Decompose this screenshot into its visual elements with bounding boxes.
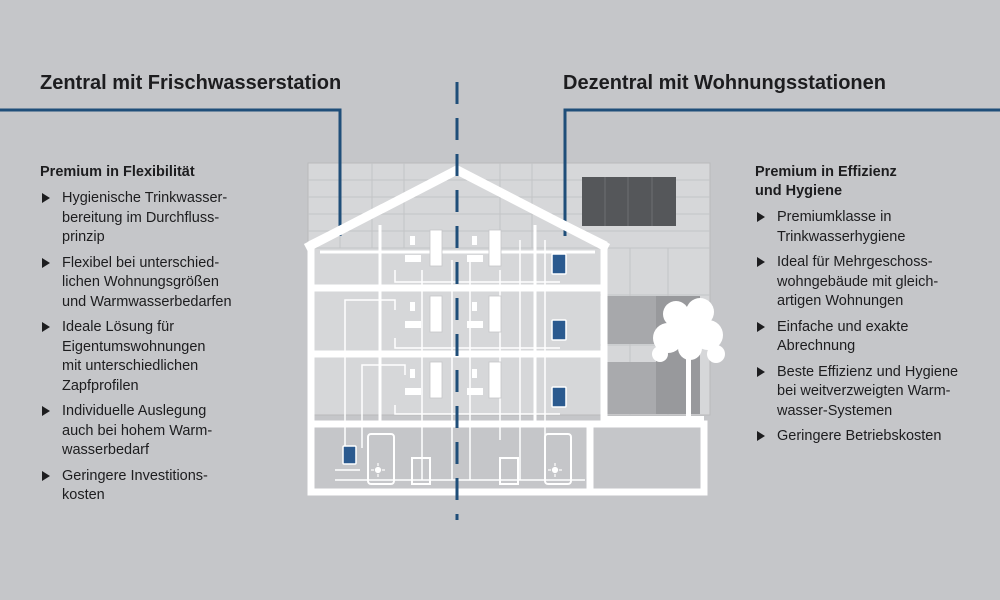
- right-feature-panel: Premium in Effizienz und Hygiene Premium…: [755, 163, 995, 453]
- triangle-bullet-icon: [42, 193, 50, 203]
- triangle-bullet-icon: [42, 257, 50, 268]
- list-item: Geringere Betriebskosten: [755, 427, 995, 447]
- apartment-stations: [342, 253, 567, 465]
- basement-walls: [307, 420, 708, 496]
- triangle-bullet-icon: [757, 257, 765, 267]
- list-item-text: Geringere Betriebskosten: [777, 428, 942, 444]
- list-item-text: Hygienische Trinkwasser- bereitung im Du…: [62, 190, 228, 245]
- list-item-text: Flexibel bei unterschied- lichen Wohnung…: [62, 254, 232, 310]
- left-feature-panel: Premium in Flexibilität Hygienische Trin…: [40, 163, 300, 512]
- triangle-bullet-icon: [757, 431, 765, 441]
- list-item: Beste Effizienz und Hygiene bei weitverz…: [755, 363, 995, 422]
- facade-window-grey: [604, 296, 656, 344]
- list-item: Geringere Investitions- kosten: [40, 467, 300, 506]
- list-item: Individuelle Auslegung auch bei hohem Wa…: [40, 402, 300, 461]
- list-item-text: Ideale Lösung für Eigentumswohnungen mit…: [62, 319, 206, 394]
- list-item-text: Beste Effizienz und Hygiene bei weitverz…: [777, 363, 959, 419]
- facade-window-dark: [582, 177, 676, 226]
- list-item: Hygienische Trinkwasser- bereitung im Du…: [40, 189, 300, 248]
- triangle-bullet-icon: [757, 321, 765, 332]
- sinks: [405, 236, 483, 395]
- triangle-bullet-icon: [42, 322, 50, 332]
- tree-icon: [652, 298, 725, 420]
- triangle-bullet-icon: [757, 212, 765, 222]
- left-panel-title: Premium in Flexibilität: [40, 164, 195, 180]
- list-item-text: Individuelle Auslegung auch bei hohem Wa…: [62, 403, 213, 458]
- list-item: Flexibel bei unterschied- lichen Wohnung…: [40, 254, 300, 313]
- list-item: Einfache und exakte Abrechnung: [755, 318, 995, 357]
- list-item-text: Geringere Investitions- kosten: [62, 467, 208, 504]
- basement-equipment: [367, 433, 572, 485]
- pipes: [335, 240, 585, 481]
- right-bullet-list: Premiumklasse in Trinkwasserhygiene Idea…: [755, 208, 995, 447]
- sun-icon: [371, 463, 562, 477]
- list-item-text: Premiumklasse in Trinkwasserhygiene: [777, 209, 906, 245]
- left-bullet-list: Hygienische Trinkwasser- bereitung im Du…: [40, 189, 300, 506]
- right-heading: Dezentral mit Wohnungsstationen: [563, 72, 886, 94]
- triangle-bullet-icon: [42, 470, 50, 481]
- list-item-text: Einfache und exakte Abrechnung: [777, 318, 909, 355]
- list-item-text: Ideal für Mehrgeschoss- wohngebäude mit …: [777, 254, 939, 309]
- radiators: [429, 229, 502, 399]
- right-panel-title: Premium in Effizienz und Hygiene: [755, 164, 897, 199]
- triangle-bullet-icon: [42, 406, 50, 416]
- left-heading: Zentral mit Frischwasserstation: [40, 72, 342, 94]
- list-item: Ideal für Mehrgeschoss- wohngebäude mit …: [755, 253, 995, 312]
- list-item: Ideale Lösung für Eigentumswohnungen mit…: [40, 318, 300, 396]
- list-item: Premiumklasse in Trinkwasserhygiene: [755, 208, 995, 247]
- heading-connectors: [0, 108, 1000, 236]
- triangle-bullet-icon: [757, 366, 765, 377]
